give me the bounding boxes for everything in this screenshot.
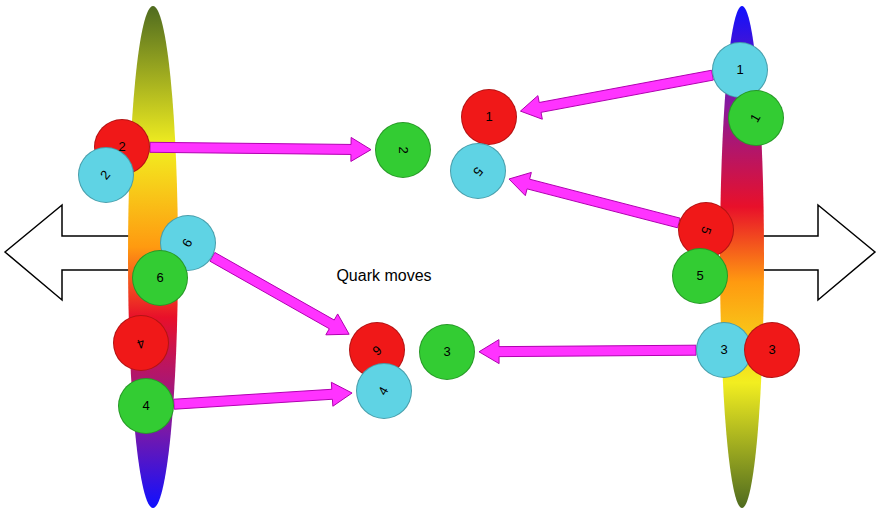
quark-number: 2	[98, 168, 114, 183]
quark-number: 4	[376, 384, 392, 397]
quark-circle: 1	[728, 90, 784, 146]
quark-number: 2	[396, 146, 410, 153]
quark-arrow	[520, 70, 713, 119]
quark-number: 5	[698, 224, 714, 236]
quark-number: 5	[696, 269, 703, 283]
quark-number: 1	[736, 63, 743, 77]
quark-circle: 2	[375, 122, 431, 178]
quark-circle: 1	[461, 89, 517, 145]
quark-circle: 3	[744, 322, 800, 378]
quark-circle: 2	[78, 147, 134, 203]
quark-circle: 4	[356, 363, 412, 419]
quark-circle: 4	[118, 378, 174, 434]
quark-arrow	[150, 137, 371, 161]
quark-circle: 3	[419, 324, 475, 380]
quark-arrow	[210, 252, 349, 334]
quark-arrow	[509, 172, 680, 227]
quark-number: 1	[485, 110, 492, 124]
quark-number: 4	[135, 335, 147, 351]
quark-number: 3	[768, 343, 775, 357]
quark-number: 1	[748, 111, 764, 124]
caption-label: Quark moves	[336, 267, 431, 285]
quark-number: 6	[180, 236, 196, 249]
quark-number: 2	[118, 140, 125, 154]
quark-circle: 5	[450, 143, 506, 199]
quark-circle: 4	[113, 315, 169, 371]
quark-number: 3	[443, 345, 450, 359]
quark-number: 6	[370, 342, 385, 358]
quark-number: 3	[720, 343, 727, 357]
quark-number: 4	[142, 399, 149, 413]
quark-circle: 6	[132, 250, 188, 306]
quark-arrow	[479, 340, 696, 364]
quark-number: 5	[470, 164, 486, 179]
quark-number: 6	[156, 271, 163, 285]
quark-circle: 5	[672, 248, 728, 304]
quark-arrow	[174, 382, 352, 409]
